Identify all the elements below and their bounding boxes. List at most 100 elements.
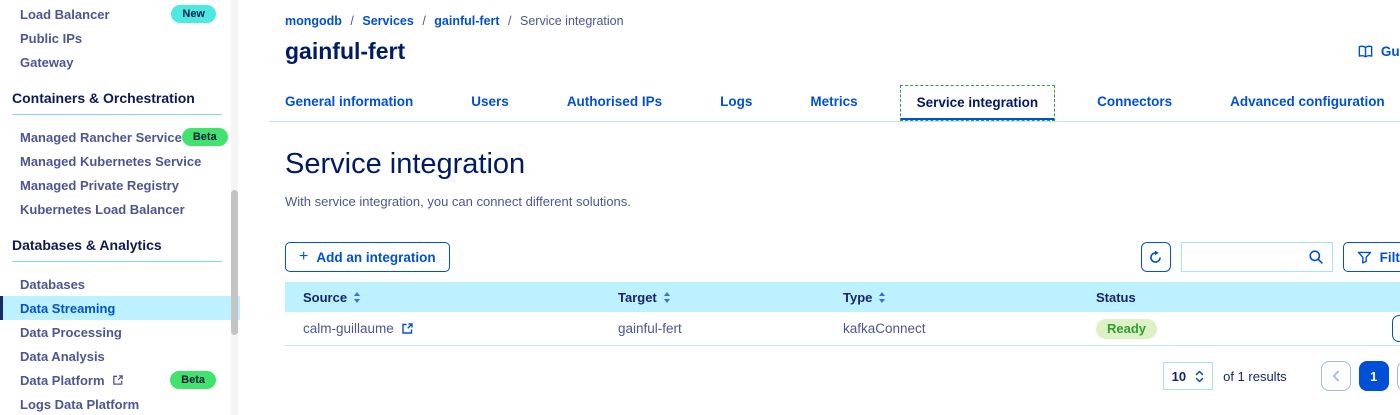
sidebar-item-kubernetes-load-balancer[interactable]: Kubernetes Load Balancer [0, 197, 240, 221]
select-chevrons-icon [1195, 370, 1204, 383]
column-label: Source [303, 289, 348, 305]
sidebar-item-label: Gateway [20, 54, 74, 70]
section-description: With service integration, you can connec… [285, 194, 631, 209]
funnel-icon [1357, 251, 1372, 264]
column-label: Type [843, 289, 873, 305]
column-label: Target [618, 289, 657, 305]
cell-status: Ready [1078, 318, 1375, 339]
breadcrumb-separator: / [422, 14, 426, 28]
sidebar-item-label: Data Streaming [20, 300, 116, 316]
breadcrumb-link-mongodb[interactable]: mongodb [285, 14, 342, 28]
sidebar-item-label: Data Processing [20, 324, 122, 340]
chevron-left-icon [1332, 370, 1340, 382]
sidebar-item-label: Databases [20, 276, 86, 292]
sidebar-item-logs-data-platform[interactable]: Logs Data Platform [0, 392, 240, 415]
search-icon[interactable] [1308, 249, 1324, 265]
sidebar-scrollbar-thumb[interactable] [231, 190, 238, 335]
sidebar-item-data-platform[interactable]: Data Platform Beta [0, 368, 240, 392]
external-link-icon [112, 374, 124, 386]
sidebar-item-label: Public IPs [20, 30, 83, 46]
refresh-button[interactable] [1140, 242, 1171, 272]
cell-type: kafkaConnect [825, 321, 1078, 336]
breadcrumb-separator: / [350, 14, 354, 28]
column-label: Status [1096, 289, 1136, 305]
tab-metrics[interactable]: Metrics [810, 94, 858, 109]
column-header-type[interactable]: Type [825, 290, 1078, 305]
source-link[interactable]: calm-guillaume [303, 321, 394, 336]
target-value: gainful-fert [618, 321, 682, 336]
sort-arrows-icon [663, 291, 671, 303]
beta-badge: Beta [170, 371, 216, 389]
integrations-table: Source Target Type [285, 282, 1400, 346]
breadcrumb-current: Service integration [520, 14, 624, 28]
sidebar: Load Balancer New Public IPs Gateway Con… [0, 0, 240, 415]
tab-service-integration[interactable]: Service integration [899, 85, 1056, 121]
sidebar-item-label: Data Platform [20, 372, 105, 388]
delete-button[interactable] [1391, 315, 1400, 342]
tab-general-information[interactable]: General information [285, 94, 414, 109]
main-content: mongodb / Services / gainful-fert / Serv… [240, 0, 1400, 415]
sidebar-item-data-processing[interactable]: Data Processing [0, 320, 240, 344]
sidebar-item-data-analysis[interactable]: Data Analysis [0, 344, 240, 368]
sidebar-item-label: Data Analysis [20, 348, 105, 364]
prev-page-button[interactable] [1320, 361, 1351, 391]
sidebar-item-label: Logs Data Platform [20, 396, 140, 412]
table-row: calm-guillaume gainful-fert kafkaConnect… [285, 312, 1400, 346]
guides-link[interactable]: Guides [1357, 44, 1400, 59]
sidebar-item-gateway[interactable]: Gateway [0, 50, 240, 74]
column-header-target[interactable]: Target [600, 290, 825, 305]
sidebar-item-load-balancer[interactable]: Load Balancer New [0, 2, 240, 26]
beta-badge: Beta [181, 128, 228, 146]
table-header-row: Source Target Type [285, 282, 1400, 312]
tab-connectors[interactable]: Connectors [1097, 94, 1173, 109]
sidebar-section-databases-analytics: Databases & Analytics [12, 237, 222, 262]
column-header-source[interactable]: Source [285, 290, 600, 305]
book-icon [1357, 44, 1374, 59]
results-count: of 1 results [1223, 368, 1287, 384]
cell-actions [1375, 315, 1400, 342]
sidebar-item-label: Managed Rancher Service [20, 129, 182, 145]
tab-logs[interactable]: Logs [720, 94, 753, 109]
section-heading: Service integration [285, 148, 526, 180]
sidebar-item-managed-kubernetes-service[interactable]: Managed Kubernetes Service [0, 149, 240, 173]
breadcrumb-separator: / [508, 14, 512, 28]
current-page-button[interactable]: 1 [1358, 361, 1389, 391]
sort-arrows-icon [353, 291, 361, 303]
sidebar-item-managed-rancher-service[interactable]: Managed Rancher Service Beta [0, 125, 240, 149]
page-size-value: 10 [1171, 368, 1187, 384]
pagination: 10 of 1 results 1 [285, 361, 1400, 391]
sidebar-item-databases[interactable]: Databases [0, 272, 240, 296]
toolbar-right: Filter [1140, 242, 1400, 272]
add-integration-button[interactable]: + Add an integration [285, 242, 450, 272]
page-size-select[interactable]: 10 [1162, 362, 1214, 390]
tab-authorised-ips[interactable]: Authorised IPs [566, 94, 663, 109]
breadcrumb-link-services[interactable]: Services [362, 14, 414, 28]
sidebar-item-label: Load Balancer [20, 6, 110, 22]
sidebar-item-label: Managed Private Registry [20, 177, 179, 193]
toolbar: + Add an integration [285, 242, 1400, 272]
plus-icon: + [299, 248, 309, 265]
tab-bar: General information Users Authorised IPs… [269, 85, 1400, 122]
sort-arrows-icon [878, 291, 886, 303]
sidebar-item-managed-private-registry[interactable]: Managed Private Registry [0, 173, 240, 197]
sidebar-item-label: Kubernetes Load Balancer [20, 201, 185, 217]
sidebar-section-containers-orchestration: Containers & Orchestration [12, 90, 222, 115]
sidebar-item-public-ips[interactable]: Public IPs [0, 26, 240, 50]
breadcrumb: mongodb / Services / gainful-fert / Serv… [285, 14, 1400, 28]
filter-button[interactable]: Filter [1342, 242, 1400, 272]
search-input[interactable] [1189, 249, 1308, 265]
cell-source: calm-guillaume [285, 321, 600, 336]
sidebar-item-label: Managed Kubernetes Service [20, 153, 202, 169]
search-box [1180, 242, 1333, 272]
tab-advanced-configuration[interactable]: Advanced configuration [1230, 94, 1385, 109]
status-badge: Ready [1096, 318, 1158, 339]
title-row: gainful-fert Guides [285, 38, 1400, 65]
refresh-icon [1148, 250, 1163, 265]
tab-users[interactable]: Users [471, 94, 509, 109]
column-header-status: Status [1078, 290, 1375, 305]
external-link-icon[interactable] [401, 322, 414, 335]
breadcrumb-link-gainful-fert[interactable]: gainful-fert [434, 14, 500, 28]
guides-label: Guides [1380, 44, 1400, 59]
sidebar-item-data-streaming[interactable]: Data Streaming [0, 296, 240, 320]
